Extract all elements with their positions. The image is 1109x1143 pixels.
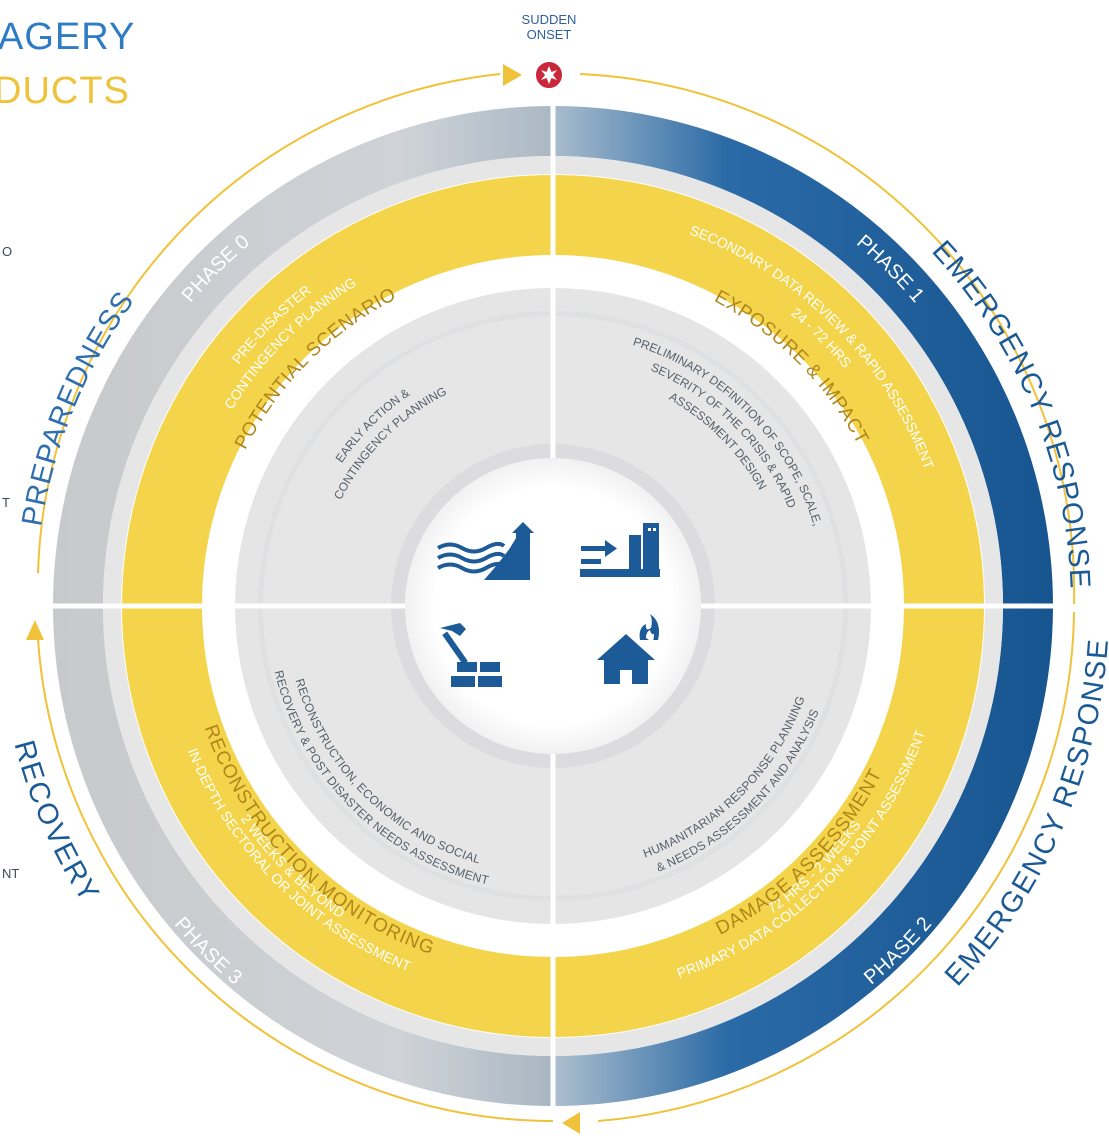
cycle-arrowhead-left [26,620,44,640]
explosion-icon [534,60,564,90]
sudden-onset-label: SUDDEN ONSET [509,12,589,42]
quadrant-dividers [47,100,1059,1112]
burning-house-icon [597,614,659,684]
title-line-2: DUCTS [0,70,130,112]
title-line-1: AGERY [0,16,136,58]
sudden-onset-line-1: SUDDEN [521,12,577,27]
cycle-arrow-ring [26,64,1076,1134]
phase-ring-q1 [553,106,1053,606]
side-fragment-1: O [2,244,13,259]
reconstruction-icon [440,623,502,687]
flood-icon [436,522,534,580]
side-fragment-2: T [2,495,10,510]
phase-ring-q2 [553,606,1053,1106]
phase-ring [53,106,1053,1106]
side-fragment-3: NT [2,866,20,881]
phase-ring-q0 [53,106,553,606]
storm-surge-icon [580,523,660,577]
cycle-arrowhead-top [503,64,522,86]
sudden-onset-line-2: ONSET [526,27,572,42]
center-disc [405,458,701,754]
phase-ring-q3 [53,606,553,1106]
cycle-arrowhead-bottom [562,1112,580,1134]
